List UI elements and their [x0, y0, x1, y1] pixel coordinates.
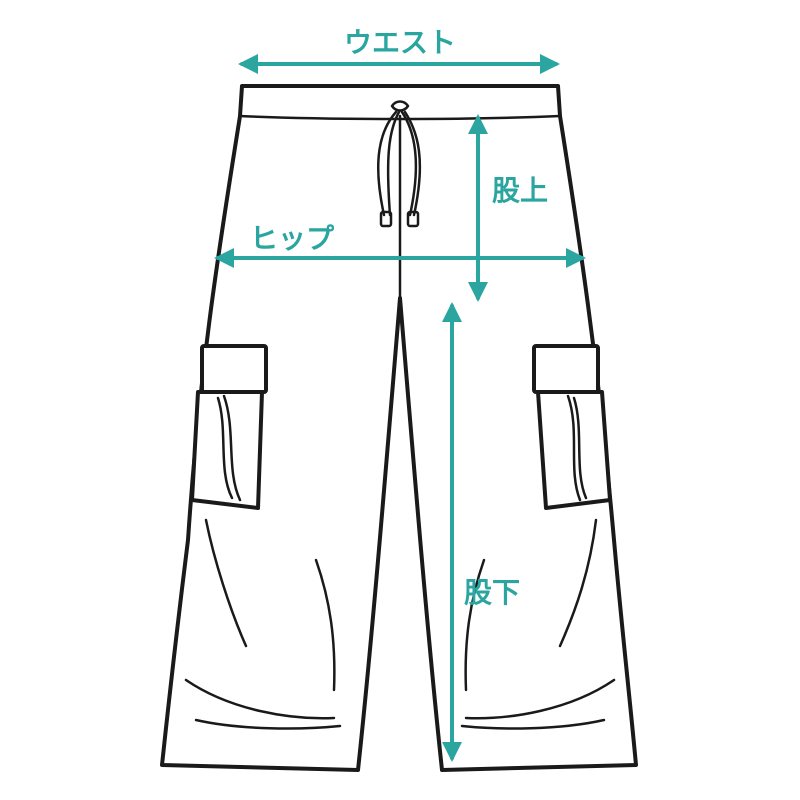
inseam-label: 股下 [464, 576, 520, 609]
waist-label: ウエスト [344, 26, 456, 59]
left-cargo-pocket [190, 344, 268, 510]
rise-label: 股上 [492, 174, 548, 207]
pants-illustration [160, 84, 638, 772]
cord-end-right [406, 210, 420, 228]
hip-label: ヒップ [250, 222, 335, 255]
left-pocket-flap [200, 344, 268, 394]
right-pocket-flap [532, 344, 600, 394]
drawstring [377, 100, 422, 228]
measurement-guides [214, 54, 586, 762]
cord-end-left [379, 210, 393, 228]
right-cargo-pocket [532, 344, 612, 510]
measurement-labels: ウエスト 股上 ヒップ 股下 [250, 26, 548, 609]
fabric-folds [184, 518, 616, 730]
